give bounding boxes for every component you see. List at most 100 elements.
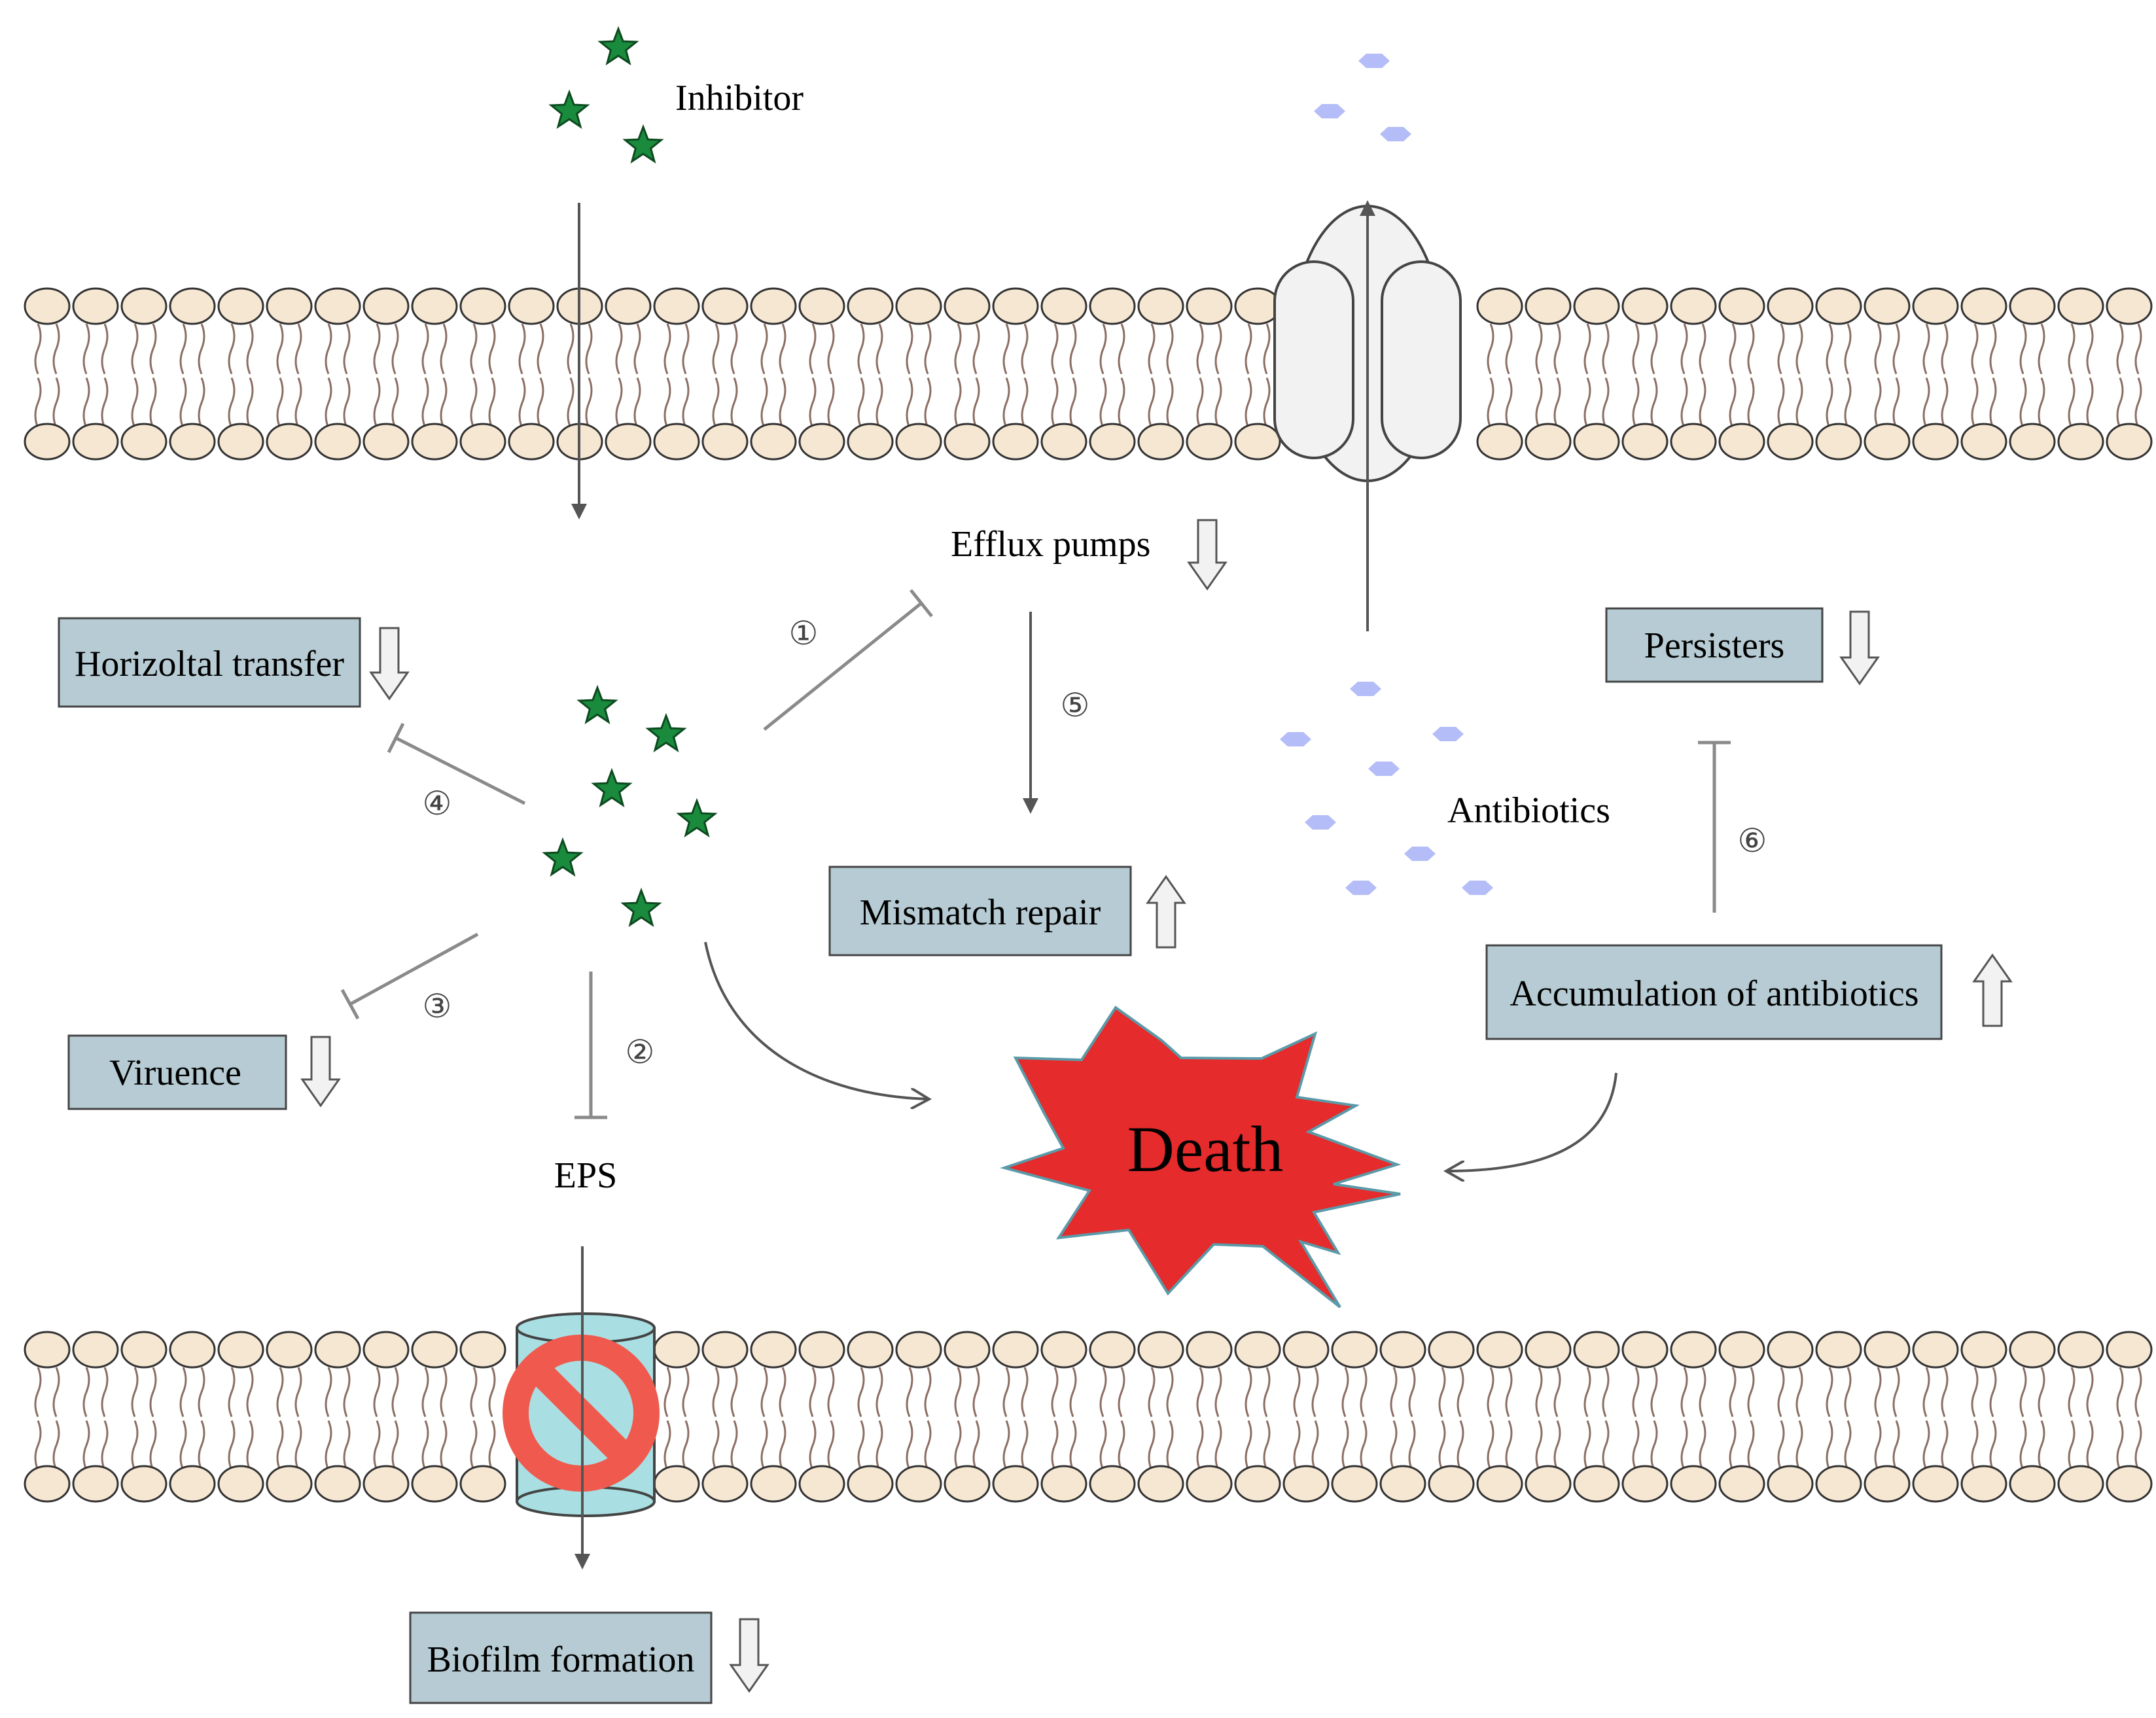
phospholipid-head: [1960, 1465, 2007, 1503]
phospholipid-head: [169, 423, 216, 461]
phospholipid-head: [1815, 287, 1862, 325]
phospholipid-head: [1960, 1331, 2007, 1369]
lipid-tail: [1747, 1367, 1755, 1471]
phospholipid-head: [1912, 1331, 1959, 1369]
phospholipid-head: [895, 423, 942, 461]
horizontal-transfer-box: Horizoltal transfer: [58, 617, 361, 708]
phospholipid-head: [1040, 1331, 1087, 1369]
phospholipid-head: [1525, 1331, 1572, 1369]
lipid-tail: [52, 323, 60, 429]
phospholipid-head: [1815, 1465, 1862, 1503]
lipid-tail: [663, 1367, 671, 1471]
phospholipid-head: [1525, 287, 1572, 325]
phospholipid-head: [120, 1331, 168, 1369]
phospholipid-head: [120, 287, 168, 325]
phospholipid-head: [24, 1465, 71, 1503]
phospholipid-head: [653, 423, 700, 461]
lipid-tail: [1263, 323, 1271, 429]
phospholipid-head: [798, 287, 845, 325]
phospholipid-head: [2106, 287, 2153, 325]
phospholipid-head: [314, 1465, 361, 1503]
lipid-tail: [1795, 323, 1803, 429]
lipid-tail: [34, 323, 42, 429]
lipid-tail: [228, 323, 236, 429]
lipid-tail: [712, 323, 720, 429]
inhibitor-star-icon: [620, 887, 662, 927]
phospholipid-head: [1670, 287, 1717, 325]
accumulation-to-death-arrow: [1446, 1072, 1617, 1171]
phospholipid-head: [362, 287, 410, 325]
step-5-label: ⑤: [1061, 686, 1090, 724]
phospholipid-head: [1040, 1465, 1087, 1503]
antibiotic-molecules-extracellular: [1314, 54, 1411, 141]
phospholipid-head: [1186, 423, 1233, 461]
lipid-tail: [1196, 1367, 1204, 1471]
lipid-tail: [228, 1367, 236, 1471]
phospholipid-head: [750, 423, 797, 461]
lipid-tail: [1021, 1367, 1029, 1471]
lipid-tail: [712, 1367, 720, 1471]
lipid-tail: [2019, 1367, 2027, 1471]
phospholipid-head: [1137, 1331, 1184, 1369]
lipid-tail: [82, 323, 90, 429]
phospholipid-head: [1234, 1465, 1281, 1503]
lipid-tail: [1553, 323, 1561, 429]
phospholipid-head: [2106, 1465, 2153, 1503]
inhibitor-molecules-top: [548, 26, 664, 164]
lipid-tail: [1747, 323, 1755, 429]
phospholipid-head: [1912, 423, 1959, 461]
phospholipid-head: [1379, 1465, 1426, 1503]
phospholipid-head: [1040, 287, 1087, 325]
inhibitor-star-icon: [548, 89, 590, 129]
phospholipid-head: [169, 1465, 216, 1503]
lipid-tail: [325, 1367, 332, 1471]
lipid-tail: [343, 1367, 351, 1471]
decrease-arrow-icon: [729, 1618, 769, 1693]
decrease-arrow-icon: [1839, 610, 1880, 686]
phospholipid-head: [1282, 1331, 1330, 1369]
lipid-tail: [827, 1367, 835, 1471]
lipid-tail: [857, 323, 865, 429]
phospholipid-head: [459, 287, 506, 325]
lipid-tail: [1311, 1367, 1319, 1471]
lipid-tail: [1777, 1367, 1785, 1471]
lipid-tail: [101, 323, 109, 429]
inhibitor-star-icon: [597, 26, 639, 65]
phospholipid-head: [24, 1331, 71, 1369]
inhibit-horizontal-transfer-line: [395, 736, 526, 805]
inhibition-lines: [340, 589, 1731, 1119]
lipid-tail: [179, 1367, 187, 1471]
phospholipid-head: [798, 1465, 845, 1503]
biofilm-label: Biofilm formation: [427, 1639, 694, 1680]
inhibitor-star-icon: [676, 798, 718, 837]
phospholipid-head: [1621, 1465, 1669, 1503]
lipid-tail: [730, 323, 738, 429]
lipid-tail: [1989, 1367, 1997, 1471]
inhibitor-molecules-intracellular: [542, 684, 718, 927]
lipid-tail: [1002, 323, 1010, 429]
phospholipid-head: [2057, 1331, 2104, 1369]
antibiotic-molecule-icon: [1358, 54, 1390, 68]
lipid-tail: [2068, 1367, 2076, 1471]
phospholipid-head: [2009, 287, 2056, 325]
phospholipid-head: [411, 1331, 458, 1369]
phospholipid-head: [653, 1465, 700, 1503]
lipid-tail: [1892, 1367, 1900, 1471]
lipid-tail: [1118, 1367, 1125, 1471]
phospholipid-head: [1573, 287, 1620, 325]
lipid-tail: [1487, 323, 1494, 429]
lipid-tail: [101, 1367, 109, 1471]
phospholipid-head: [1767, 423, 1814, 461]
phospholipid-head: [1864, 1331, 1911, 1369]
lipid-tail: [1099, 1367, 1107, 1471]
phospholipid-head: [992, 287, 1039, 325]
horizontal-transfer-label: Horizoltal transfer: [75, 644, 344, 684]
lipid-tail: [1632, 323, 1640, 429]
lipid-tail: [488, 1367, 496, 1471]
phospholipid-head: [217, 1331, 264, 1369]
lipid-tail: [1941, 1367, 1949, 1471]
inhibitor-star-icon: [645, 712, 687, 752]
phospholipid-head: [750, 1331, 797, 1369]
lipid-tail: [343, 323, 351, 429]
lipid-tail: [1844, 1367, 1852, 1471]
